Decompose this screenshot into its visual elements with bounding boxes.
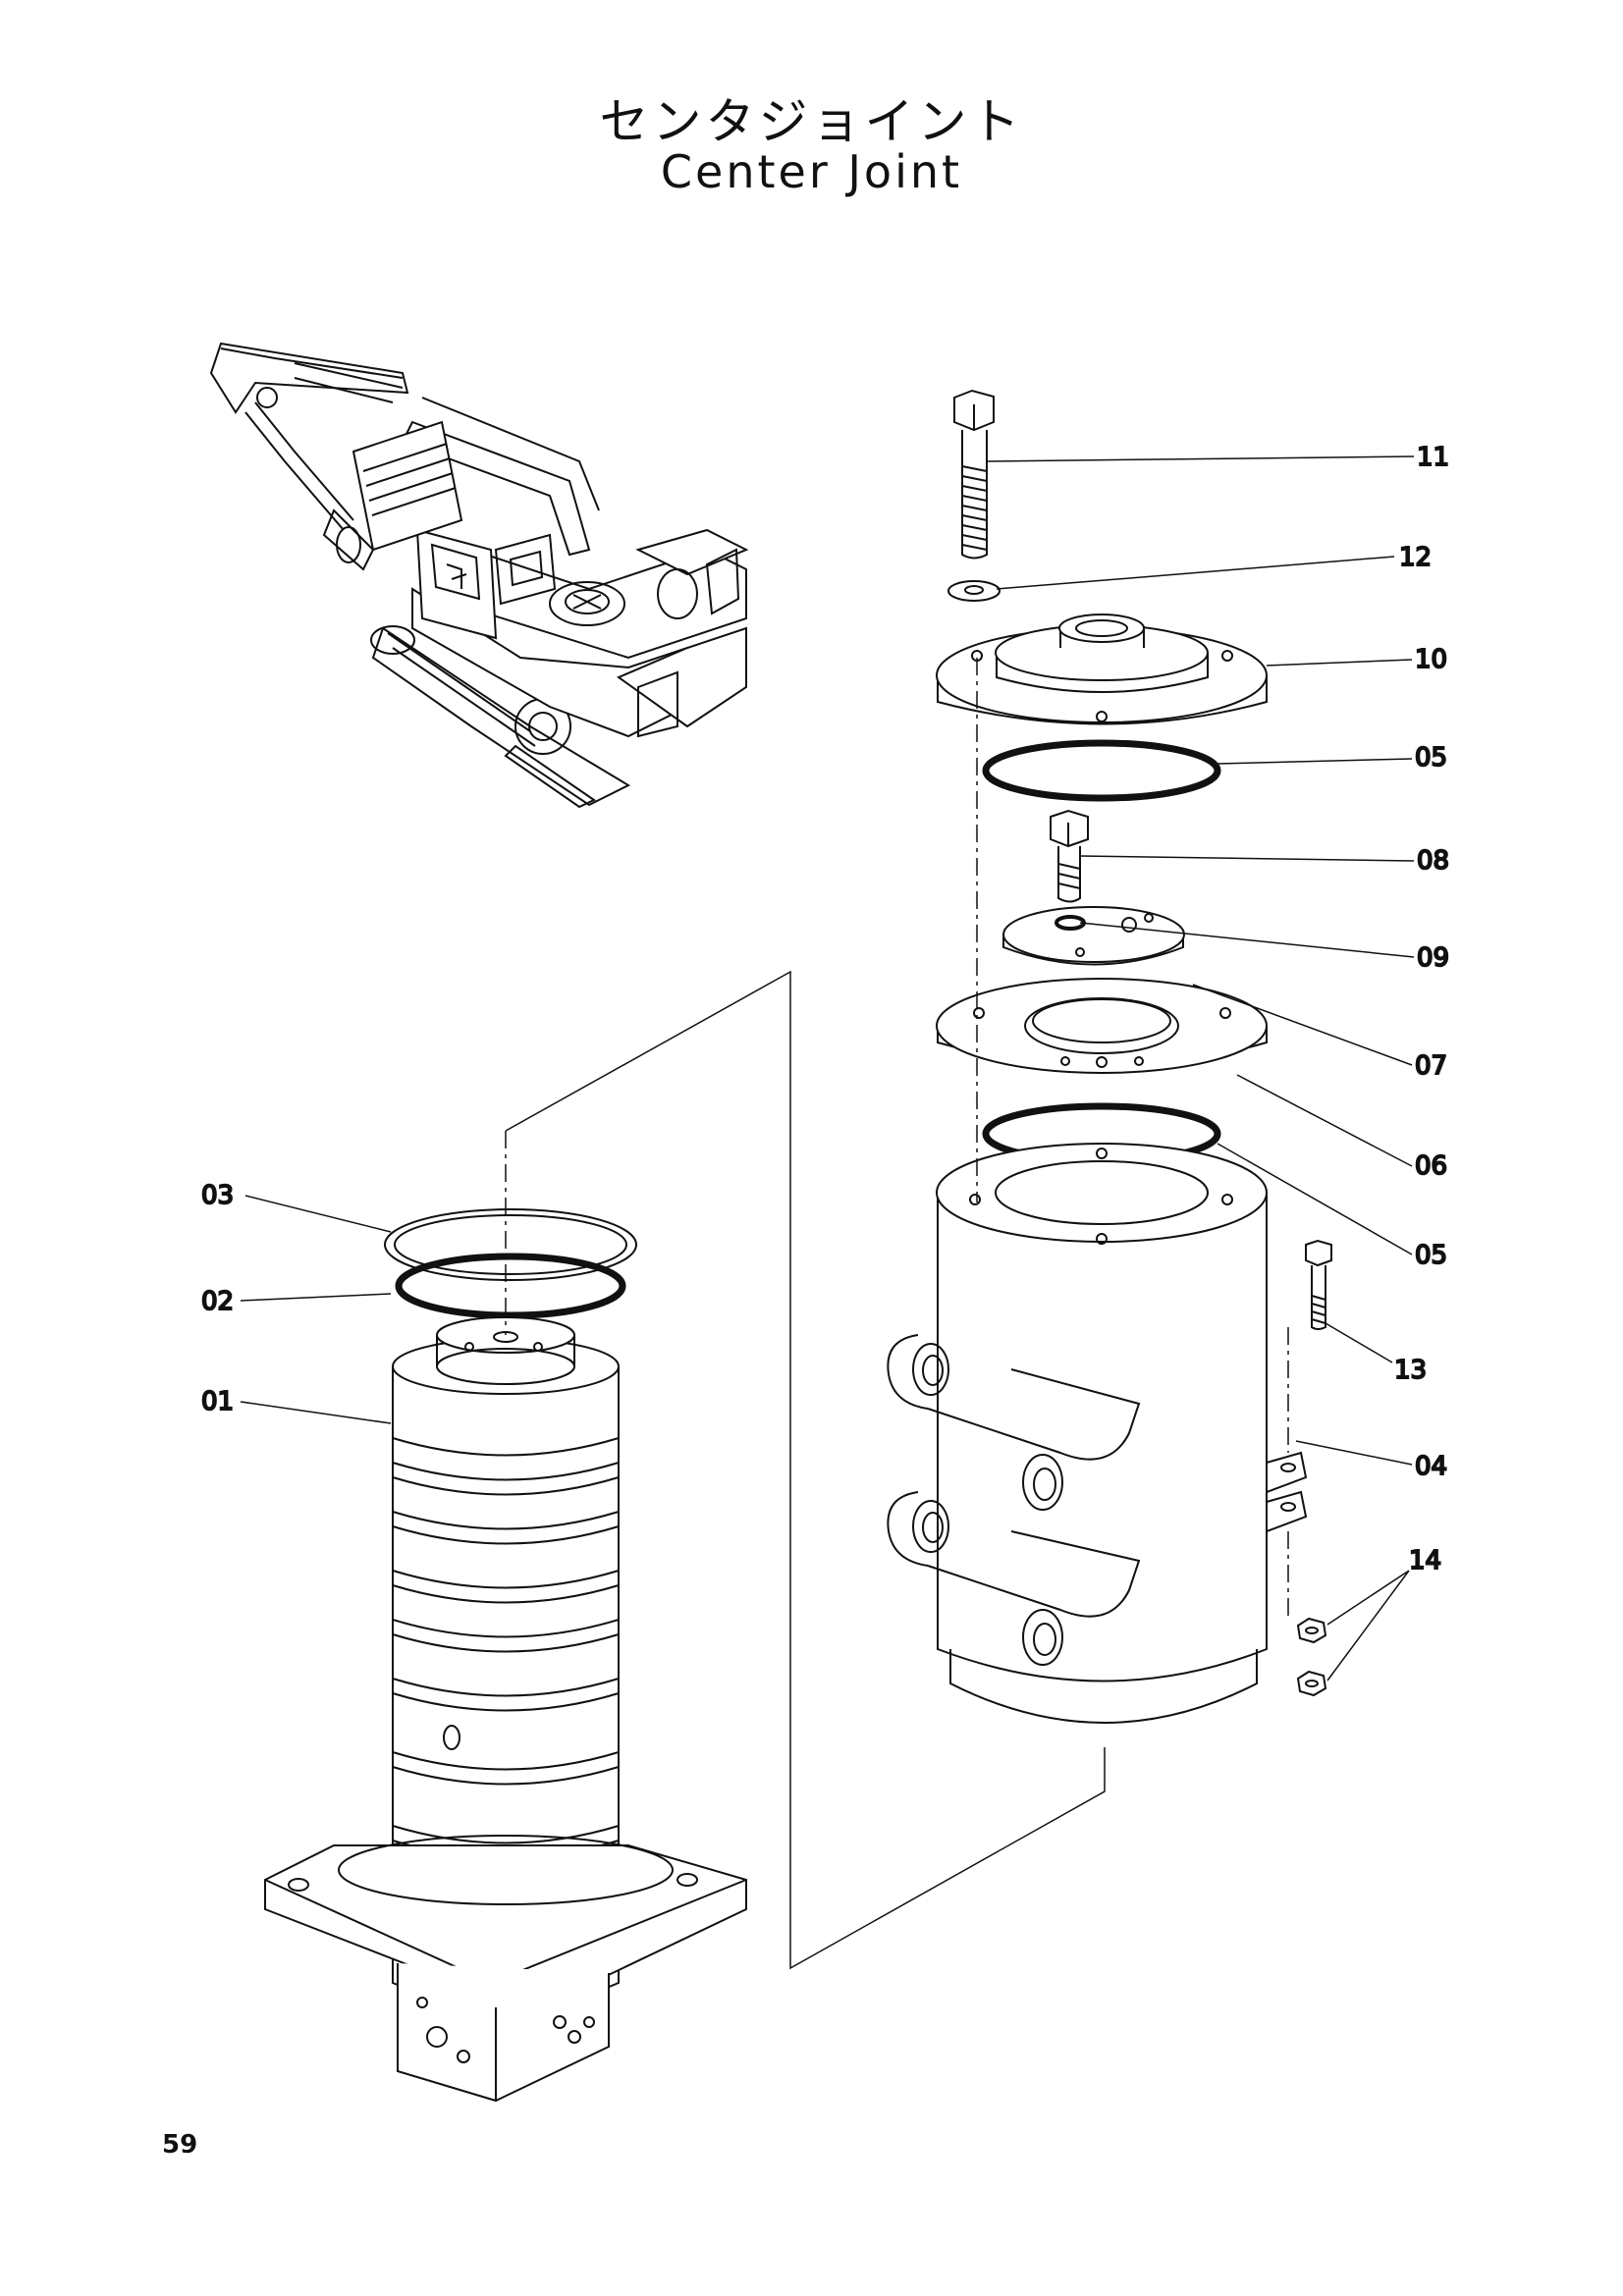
callout-13: 13 (1394, 1356, 1427, 1385)
part-04-housing (887, 1143, 1308, 1724)
part-08-bolt (1050, 809, 1089, 903)
callout-12: 12 (1399, 543, 1432, 572)
callout-02: 02 (201, 1287, 234, 1316)
leader-lines (240, 455, 1415, 1682)
part-05-o-ring-top (982, 739, 1221, 802)
part-12-washer (947, 580, 1001, 602)
part-07-ring-plate (936, 978, 1268, 1074)
callout-05-bottom: 05 (1415, 1241, 1447, 1270)
callout-01: 01 (201, 1387, 234, 1416)
callout-05-top: 05 (1415, 743, 1447, 773)
part-13-bolt (1305, 1239, 1332, 1330)
callout-labels: 11 12 10 05 08 09 07 06 05 03 02 01 13 0… (200, 442, 1450, 1576)
rotor-assembly (887, 389, 1332, 1724)
part-11-bolt (953, 389, 995, 560)
callout-11: 11 (1417, 443, 1449, 472)
part-14-nuts (1296, 1617, 1327, 1697)
callout-14: 14 (1409, 1546, 1441, 1575)
callout-10: 10 (1415, 645, 1447, 674)
excavator-overview-illustration (209, 342, 749, 809)
part-09-plate (1002, 906, 1185, 966)
callout-09: 09 (1417, 943, 1449, 973)
page-number: 59 (162, 2130, 198, 2160)
callout-03: 03 (201, 1181, 234, 1210)
assembly-relation-lines (505, 970, 1106, 1970)
callout-06: 06 (1415, 1151, 1447, 1181)
callout-08: 08 (1417, 846, 1449, 876)
part-02-o-ring (395, 1253, 626, 1319)
part-10-cover (936, 614, 1268, 725)
callout-07: 07 (1415, 1051, 1447, 1081)
page-title-japanese: センタジョイント (599, 93, 1024, 150)
callout-04: 04 (1415, 1452, 1447, 1481)
spindle-assembly (264, 1131, 747, 2103)
page-title-english: Center Joint (660, 145, 963, 198)
